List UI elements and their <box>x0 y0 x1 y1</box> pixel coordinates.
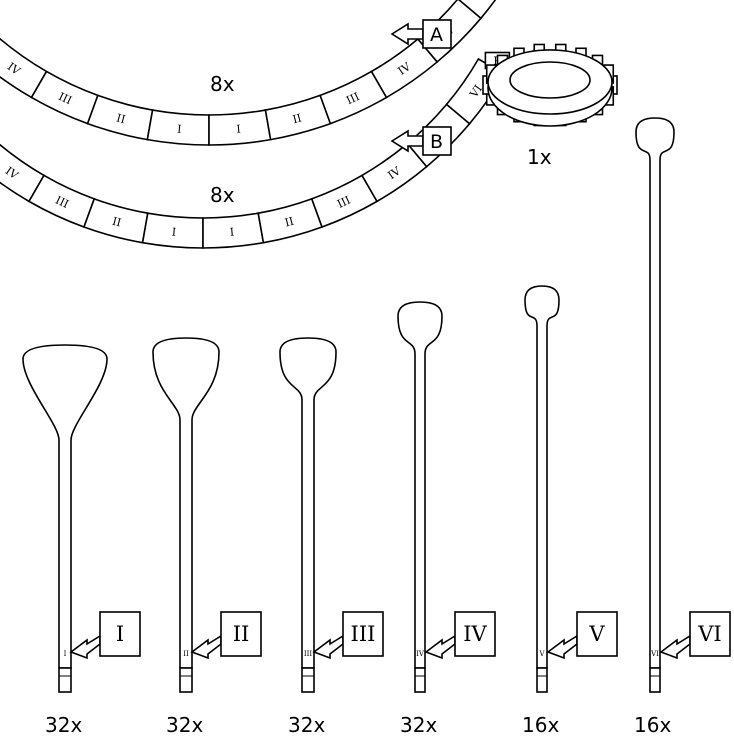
arc-b-quantity: 8x <box>210 183 235 207</box>
arc-segment-label: I <box>177 123 182 136</box>
callout-box <box>220 611 262 657</box>
stem-tip <box>179 667 193 693</box>
callout-box <box>99 611 141 657</box>
arc-segment-label: III <box>56 90 73 107</box>
arc-segment-label: III <box>53 194 70 211</box>
stem-quantity: 16x <box>522 713 559 737</box>
callout-b: B <box>390 126 452 156</box>
stem-callout-label: VI <box>697 622 721 646</box>
stem-stamp: IV <box>416 650 425 658</box>
stem-quantity: 16x <box>634 713 671 737</box>
stem-tip <box>414 667 426 693</box>
arc-segment-label: III <box>344 90 361 107</box>
arc-segment-label: II <box>115 111 127 126</box>
stem-tip <box>536 667 548 693</box>
callout-box <box>576 611 618 657</box>
stem-body <box>635 117 675 669</box>
callout-arrow <box>190 634 222 660</box>
arc-segment-label: II <box>111 215 123 230</box>
callout-box <box>342 611 384 657</box>
stem-body <box>279 337 337 669</box>
callout-box <box>689 611 731 657</box>
arc-part-a: VIVIVIIIIIIIIIIIIIVVVIA <box>0 0 497 146</box>
stem-callout-label: II <box>233 622 250 646</box>
arc-segment-label: II <box>291 111 303 126</box>
arc-a-quantity: 8x <box>210 72 235 96</box>
stem-stamp: V <box>538 650 545 658</box>
stem-callout-label: V <box>588 622 605 646</box>
stem-callout-label: III <box>351 622 376 646</box>
arc-segment-label: I <box>229 226 234 239</box>
ring-quantity: 1x <box>527 145 552 169</box>
stem-tip <box>301 667 315 693</box>
stem-body <box>152 337 220 669</box>
stem-part: III III 32x <box>279 337 384 737</box>
stem-body <box>397 301 443 669</box>
stem-body <box>524 285 560 669</box>
stem-stamp: III <box>304 650 313 658</box>
callout-arrow <box>69 634 101 660</box>
callout-a: A <box>390 19 452 49</box>
stem-callout-label: IV <box>463 622 487 646</box>
stem-stamp: I <box>64 650 67 658</box>
callout-arrow <box>312 634 344 660</box>
stem-part: II II 32x <box>152 337 262 737</box>
stem-tip <box>649 667 661 693</box>
stem-body <box>22 344 108 669</box>
stem-part: IV IV 32x <box>397 301 496 737</box>
stem-quantity: 32x <box>288 713 325 737</box>
toothed-ring-part <box>482 43 618 127</box>
arc-segment-label: I <box>171 226 176 239</box>
callout-arrow <box>546 634 578 660</box>
arc-segment <box>458 0 497 20</box>
callout-b-label: B <box>430 131 443 153</box>
ring-hole <box>509 61 591 99</box>
stem-part: I I 32x <box>22 344 141 737</box>
stem-quantity: 32x <box>166 713 203 737</box>
arc-segment-label: I <box>236 123 241 136</box>
stem-part: V V 16x <box>522 285 618 737</box>
stem-stamp: VI <box>650 650 659 658</box>
stem-tip <box>58 667 72 693</box>
stem-stamp: II <box>183 650 189 658</box>
stem-quantity: 32x <box>45 713 82 737</box>
callout-a-label: A <box>430 24 443 46</box>
callout-box <box>454 611 496 657</box>
stem-callout-label: I <box>116 622 124 646</box>
callout-arrow <box>659 634 691 660</box>
stem-quantity: 32x <box>400 713 437 737</box>
callout-arrow <box>424 634 456 660</box>
arc-segment-label: VI <box>467 83 485 101</box>
stem-part: VI VI 16x <box>634 117 731 737</box>
arc-segment-label: II <box>283 215 295 230</box>
arc-segment-label: III <box>335 194 352 211</box>
